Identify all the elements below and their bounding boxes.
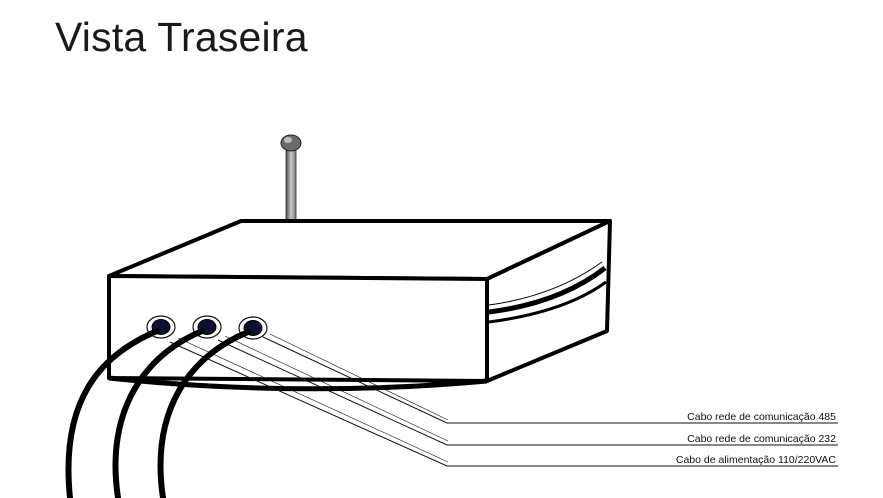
side-stripe xyxy=(488,261,607,324)
page-title: Vista Traseira xyxy=(55,14,308,60)
antenna-tip xyxy=(280,134,302,152)
device-box xyxy=(107,219,612,383)
callout-label-485: Cabo rede de comunicação 485 xyxy=(687,411,836,423)
cable-power xyxy=(65,328,160,498)
callout-labels: Cabo rede de comunicação 485 Cabo rede d… xyxy=(676,411,837,466)
box-bottom-shadow xyxy=(108,375,488,392)
box-side-face xyxy=(485,219,612,383)
cable-rs232 xyxy=(112,328,205,498)
callout-label-232: Cabo rede de comunicação 232 xyxy=(687,433,836,445)
callout-leaders xyxy=(169,333,838,467)
connectors xyxy=(146,315,268,340)
cables xyxy=(65,328,251,498)
callout-label-power: Cabo de alimentação 110/220VAC xyxy=(676,454,837,466)
cable-rs485 xyxy=(157,329,251,498)
